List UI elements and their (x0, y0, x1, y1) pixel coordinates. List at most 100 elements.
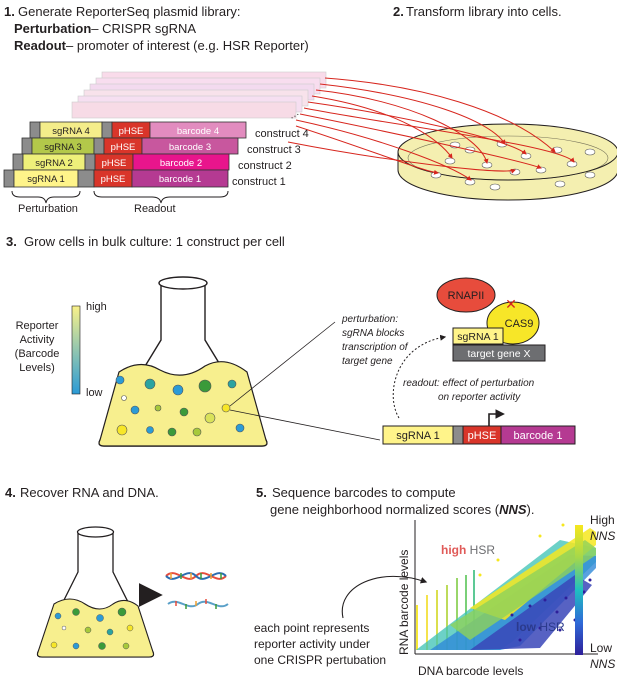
single-construct-sgrna: sgRNA 1 (396, 430, 439, 442)
construct-4-barcode: barcode 4 (177, 126, 219, 137)
colorbar-high-nns: NNS (590, 529, 615, 543)
crispri-mechanism: RNAPII CAS9 ✕ sgRNA 1 target gene X (436, 277, 546, 362)
construct-3-label: construct 3 (247, 144, 301, 156)
low-hsr-label: low HSR (516, 620, 565, 634)
step1-header: 1. Generate ReporterSeq plasmid library:… (4, 4, 309, 53)
point-note-line1: each point represents (254, 621, 369, 635)
scale-high-label: high (86, 301, 107, 313)
dna-helix-icon (165, 572, 227, 580)
perturbation-brace-label: Perturbation (18, 203, 78, 215)
scale-title-line3: (Barcode (15, 348, 60, 360)
reporter-activity-scale: Reporter Activity (Barcode Levels) high … (15, 301, 107, 399)
colorbar-low-label: Low (590, 641, 612, 655)
recovery-flask (36, 526, 155, 658)
colorbar-low-nns: NNS (590, 657, 615, 671)
x-axis-label: DNA barcode levels (418, 664, 523, 678)
step5-title-post: ). (527, 502, 535, 517)
construct-3-promoter: pHSE (111, 142, 136, 153)
step1-title: Generate ReporterSeq plasmid library: (18, 4, 241, 19)
readout-note-line1: readout: effect of perturbation (403, 378, 535, 389)
scale-gradient-bar (71, 305, 81, 395)
perturbation-note-line3: transcription of (342, 342, 409, 353)
construct-1-promoter: pHSE (101, 174, 126, 185)
petri-dish (397, 123, 617, 201)
perturbation-desc: – CRISPR sgRNA (91, 21, 196, 36)
construct-3: sgRNA 3 pHSE barcode 3 (21, 137, 239, 155)
step5-number: 5. (256, 485, 267, 500)
nns-colorbar: High NNS Low NNS (575, 513, 615, 671)
step5-title-line2: gene neighborhood normalized scores (NNS… (270, 502, 535, 517)
single-construct-promoter: pHSE (468, 430, 497, 442)
library-stack-faded (71, 71, 327, 119)
perturbation-note: perturbation: sgRNA blocks transcription… (341, 314, 409, 367)
perturbation-note-line4: target gene (342, 356, 393, 367)
low-hsr-rest: HSR (536, 620, 565, 634)
scatter-points (416, 523, 596, 650)
readout-note-line2: on reporter activity (438, 392, 521, 403)
point-note-line3: one CRISPR pertubation (254, 653, 386, 667)
construct-4-sgrna: sgRNA 4 (52, 126, 90, 137)
perturbation-note-line1: perturbation: (341, 314, 398, 325)
readout-desc: – promoter of interest (e.g. HSR Reporte… (66, 38, 309, 53)
scale-low-label: low (86, 387, 103, 399)
zoom-line-top (229, 321, 336, 407)
nns-scatter-plot: DNA barcode levels RNA barcode levels hi… (397, 520, 598, 678)
construct-1-label: construct 1 (232, 176, 286, 188)
step4-number: 4. (5, 485, 16, 500)
scale-title-line2: Activity (20, 334, 55, 346)
colorbar-high-label: High (590, 513, 615, 527)
mechanism-sgrna-label: sgRNA 1 (457, 331, 499, 343)
culture-flask (98, 276, 268, 447)
single-construct-barcode: barcode 1 (514, 430, 563, 442)
more-constructs-ellipsis: ··· (288, 109, 302, 124)
high-hsr-rest: HSR (466, 543, 495, 557)
step1-number: 1. (4, 4, 15, 19)
construct-4-promoter: pHSE (119, 126, 144, 137)
readout-bold: Readout (14, 38, 67, 53)
construct-1-barcode: barcode 1 (159, 174, 201, 185)
readout-brace-label: Readout (134, 203, 176, 215)
perturbation-note-line2: sgRNA blocks (342, 328, 404, 339)
step2-number: 2. (393, 4, 404, 19)
point-annotation-arrow (341, 575, 428, 619)
perturbation-bold: Perturbation (14, 21, 91, 36)
construct-2-sgrna: sgRNA 2 (35, 158, 73, 169)
flask-cells (115, 375, 245, 437)
construct-3-sgrna: sgRNA 3 (44, 142, 82, 153)
target-gene-box (452, 344, 546, 362)
scale-title-line4: Levels) (19, 362, 54, 374)
step5-title-pre: gene neighborhood normalized scores ( (270, 502, 500, 517)
rnapii-shape (436, 277, 496, 313)
construct-3-barcode: barcode 3 (169, 142, 211, 153)
transformation-arrows (287, 77, 575, 181)
step5-title-nns: NNS (499, 502, 527, 517)
step2-title: Transform library into cells. (406, 4, 562, 19)
zoom-line-bottom (229, 409, 381, 441)
high-hsr-bold: high (441, 543, 466, 557)
scale-title-line1: Reporter (16, 320, 59, 332)
construct-2-barcode: barcode 2 (160, 158, 202, 169)
y-axis-label: RNA barcode levels (397, 550, 411, 655)
target-gene-label: target gene X (467, 348, 530, 360)
perturbation-dotted-arrow (392, 334, 447, 419)
construct-2: sgRNA 2 pHSE barcode 2 (12, 153, 230, 171)
cas9-label: CAS9 (505, 318, 534, 330)
point-note-line2: reporter activity under (254, 637, 370, 651)
single-construct: sgRNA 1 pHSE barcode 1 (382, 409, 576, 445)
rna-strand-icon (167, 599, 229, 609)
construct-2-promoter: pHSE (102, 158, 127, 169)
construct-2-label: construct 2 (238, 160, 292, 172)
step1-readout-line: Readout– promoter of interest (e.g. HSR … (14, 38, 309, 53)
construct-1: sgRNA 1 pHSE barcode 1 (3, 169, 229, 188)
construct-1-sgrna: sgRNA 1 (27, 174, 65, 185)
block-x-icon: ✕ (505, 296, 517, 312)
step3-number: 3. (6, 234, 17, 249)
construct-4-label: construct 4 (255, 128, 309, 140)
step3-title: Grow cells in bulk culture: 1 construct … (24, 234, 285, 249)
readout-brace (93, 190, 229, 204)
step5-title-line1: Sequence barcodes to compute (272, 485, 456, 500)
construct-4: sgRNA 4 pHSE barcode 4 (29, 121, 247, 139)
high-hsr-label: high HSR (441, 543, 495, 557)
recovery-flask-cells (50, 607, 134, 650)
